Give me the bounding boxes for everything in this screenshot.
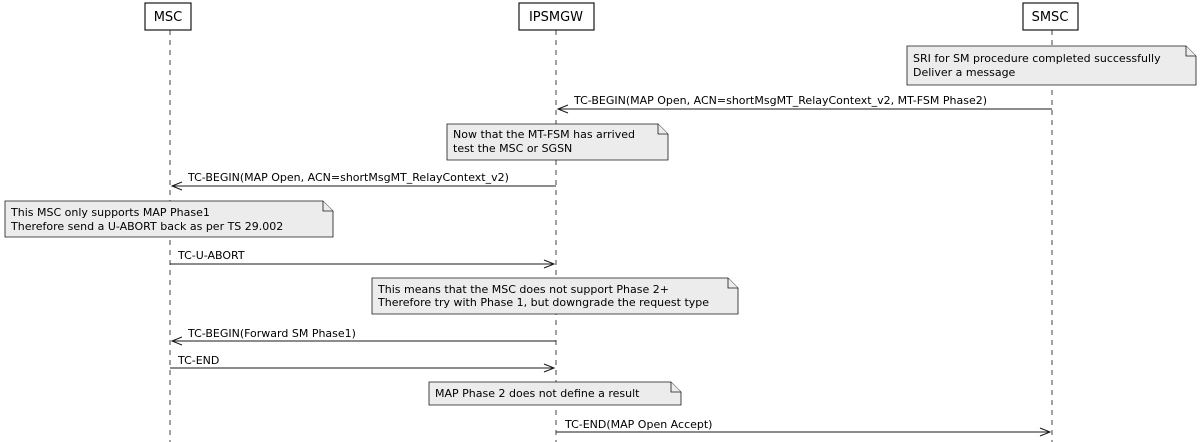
message-label: TC-END(MAP Open Accept) xyxy=(564,418,712,431)
note-line: This MSC only supports MAP Phase1 xyxy=(10,206,210,219)
message-label: TC-END xyxy=(177,354,219,367)
note-sri-completed: SRI for SM procedure completed successfu… xyxy=(906,45,1197,86)
message-label: TC-U-ABORT xyxy=(177,249,245,262)
note-line: SRI for SM procedure completed successfu… xyxy=(913,52,1161,65)
participant-label-smsc: SMSC xyxy=(1032,10,1069,25)
note-line: This means that the MSC does not support… xyxy=(377,283,669,296)
note-line: test the MSC or SGSN xyxy=(453,142,572,155)
participant-label-msc: MSC xyxy=(154,10,183,25)
note-line: Now that the MT-FSM has arrived xyxy=(453,128,635,141)
note-no-phase2: This means that the MSC does not support… xyxy=(371,277,739,315)
message-tc-begin-mt-fsm: TC-BEGIN(MAP Open, ACN=shortMsgMT_RelayC… xyxy=(556,94,1052,114)
message-tc-end: TC-END xyxy=(170,354,556,373)
note-msc-phase1: This MSC only supports MAP Phase1 Theref… xyxy=(4,200,334,238)
message-label: TC-BEGIN(MAP Open, ACN=shortMsgMT_RelayC… xyxy=(187,171,509,184)
message-tc-end-open-accept: TC-END(MAP Open Accept) xyxy=(556,418,1052,437)
message-tc-u-abort: TC-U-ABORT xyxy=(170,249,556,269)
note-mt-fsm-arrived: Now that the MT-FSM has arrived test the… xyxy=(446,123,669,161)
participant-ipsmgw: IPSMGW xyxy=(518,2,595,31)
participant-smsc: SMSC xyxy=(1022,2,1079,31)
participant-msc: MSC xyxy=(144,2,192,31)
note-line: Therefore send a U-ABORT back as per TS … xyxy=(10,220,283,233)
note-line: Deliver a message xyxy=(913,66,1016,79)
message-label: TC-BEGIN(Forward SM Phase1) xyxy=(187,327,356,340)
note-line: MAP Phase 2 does not define a result xyxy=(435,387,640,400)
message-tc-begin-relay-context: TC-BEGIN(MAP Open, ACN=shortMsgMT_RelayC… xyxy=(170,171,556,191)
message-label: TC-BEGIN(MAP Open, ACN=shortMsgMT_RelayC… xyxy=(573,94,987,107)
note-phase2-no-result: MAP Phase 2 does not define a result xyxy=(428,381,682,406)
participant-label-ipsmgw: IPSMGW xyxy=(529,10,583,25)
message-tc-begin-forward-sm: TC-BEGIN(Forward SM Phase1) xyxy=(170,327,556,346)
note-line: Therefore try with Phase 1, but downgrad… xyxy=(377,296,709,309)
